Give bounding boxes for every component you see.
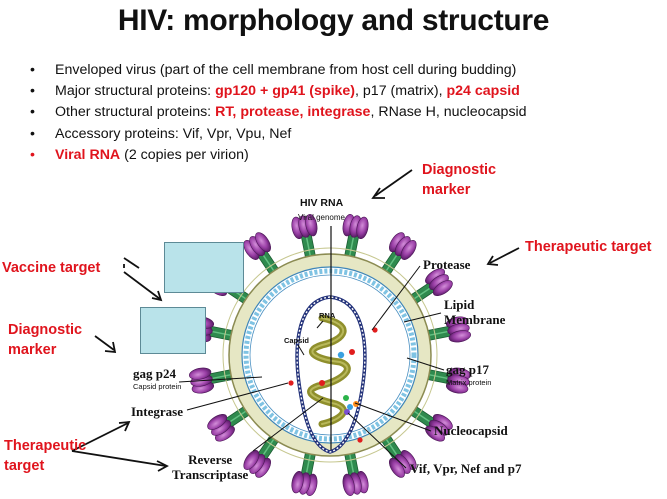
vaccine-target-label: Vaccine target xyxy=(2,260,101,276)
rna-label: RNA xyxy=(319,311,336,320)
bullet-dot: • xyxy=(30,62,35,78)
callout-lines xyxy=(178,265,445,469)
protein-dot xyxy=(343,395,349,401)
bullet-item: • Other structural proteins: RT, protease… xyxy=(30,102,527,123)
hiv-rna-label: HIV RNA xyxy=(300,197,344,209)
bullet-dot: • xyxy=(30,146,35,163)
bullet-item: • Viral RNA (2 copies per virion) xyxy=(30,145,527,166)
lipid-membrane-ring xyxy=(222,247,438,463)
bullet-text: protease xyxy=(240,104,300,121)
gag-p17-label: gag p17 xyxy=(446,362,489,377)
protein-dot xyxy=(372,327,378,333)
diagnostic-marker-label-left: Diagnostic marker xyxy=(8,322,83,358)
bullet-text: Viral RNA xyxy=(55,146,121,163)
protein-dot xyxy=(349,349,355,355)
bullet-text: (2 copies per virion) xyxy=(120,146,249,163)
nucleocapsid-label: Nucleocapsid xyxy=(434,423,508,438)
protein-dot xyxy=(353,401,359,407)
bullet-dot: • xyxy=(30,83,35,100)
bullet-item: • Major structural proteins: gp120 + gp41… xyxy=(30,81,527,102)
viral-genome-label: Viral genome xyxy=(298,213,345,222)
pointer-arrows xyxy=(71,169,520,472)
bullet-text: integrase xyxy=(307,104,371,121)
bullet-text: Accessory proteins: Vif, Vpr, Vpu, Nef xyxy=(55,125,292,142)
capsid-protein-label: Capsid protein xyxy=(133,382,182,391)
vaccine-target-box-lower xyxy=(140,307,206,354)
integrase-label: Integrase xyxy=(131,404,183,419)
protein-dot xyxy=(319,380,325,386)
bullet-item: • Enveloped virus (part of the cell membr… xyxy=(30,60,527,81)
matrix-protein-label: Matrix protein xyxy=(446,378,492,387)
bullet-text: , xyxy=(299,104,308,121)
bullet-text: p24 capsid xyxy=(446,83,520,100)
bullet-text: RT xyxy=(215,104,233,121)
capsid-label: Capsid xyxy=(284,336,310,345)
therapeutic-target-label-left: Therapeutic target xyxy=(4,438,87,474)
protein-dot xyxy=(288,380,294,386)
reverse-transcriptase-label: Reverse Transcriptase xyxy=(172,452,249,482)
bullet-text: , xyxy=(232,104,241,121)
protein-dot xyxy=(337,351,345,359)
bullet-dot: • xyxy=(30,125,35,142)
therapeutic-target-label-top: Therapeutic target xyxy=(525,239,652,255)
slide-title: HIV: morphology and structure xyxy=(117,4,550,37)
lipid-membrane-label: Lipid Membrane xyxy=(444,297,506,327)
bullet-text: Major structural proteins: xyxy=(55,83,216,100)
bullet-item: • Accessory proteins: Vif, Vpr, Vpu, Nef xyxy=(30,124,527,145)
gag-p24-label: gag p24 xyxy=(133,366,176,381)
protein-dot xyxy=(347,404,353,410)
accessory-proteins-label: Vif, Vpr, Nef and p7 xyxy=(410,461,522,476)
bullet-text: , RNase H, nucleocapsid xyxy=(370,104,527,121)
bullet-dot: • xyxy=(30,104,35,121)
diagnostic-marker-label-top: Diagnostic marker xyxy=(422,162,497,198)
bullet-text: , p17 (matrix), xyxy=(355,83,447,100)
bullet-text: gp120 + gp41 (spike) xyxy=(215,83,356,100)
bullet-list: • Enveloped virus (part of the cell membr… xyxy=(30,60,527,166)
vaccine-target-box-upper xyxy=(164,242,244,293)
bullet-text: Enveloped virus (part of the cell membra… xyxy=(55,62,517,78)
bullet-text: Other structural proteins: xyxy=(55,104,216,121)
protein-dot xyxy=(357,437,363,443)
protease-label: Protease xyxy=(423,257,471,272)
